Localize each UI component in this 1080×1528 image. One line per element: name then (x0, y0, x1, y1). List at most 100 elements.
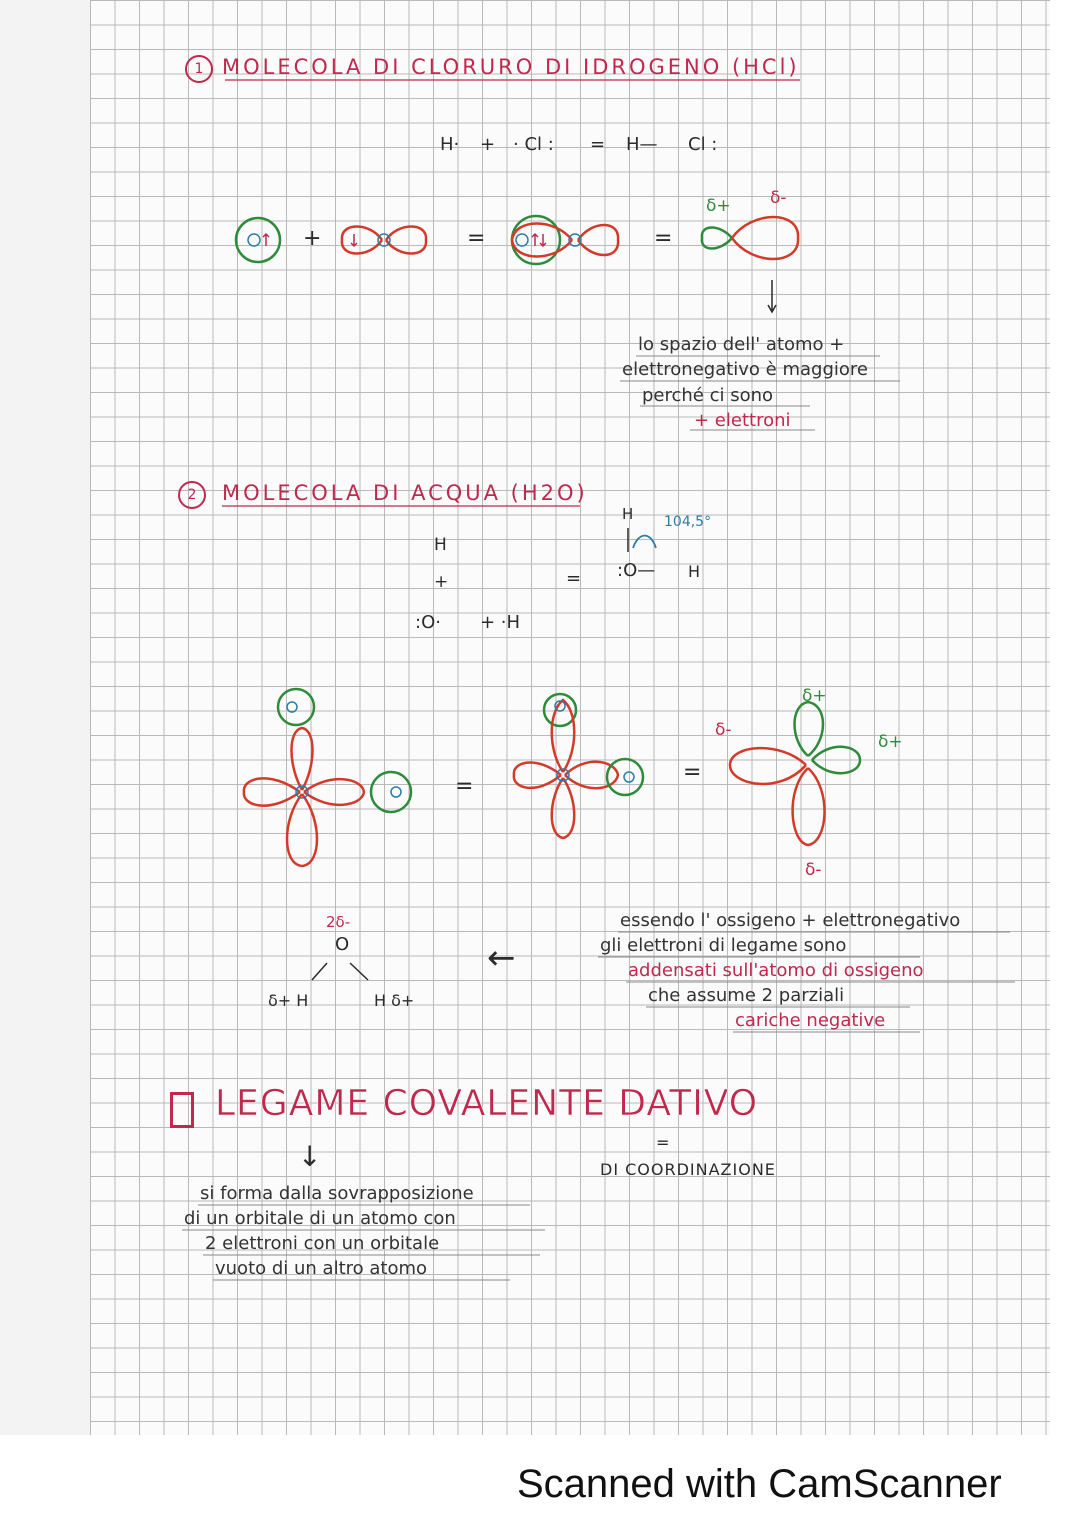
section2-title: MOLECOLA DI ACQUA (H2O) (222, 481, 588, 505)
h2o-delta-left: δ- (715, 720, 732, 740)
h2o-lewis-plus-h: + ·H (480, 612, 521, 633)
bottom-lobe (285, 793, 319, 868)
hcl-lewis-plus: + (480, 134, 496, 155)
mid-top-h-circle (542, 692, 578, 728)
polar-h-left: δ+ H (268, 991, 309, 1010)
mid-bottom-lobe (550, 777, 576, 840)
dative-note-underlines (182, 1204, 545, 1281)
cl-nucleus (377, 233, 391, 247)
h2o-lewis-h-top: H (434, 535, 447, 555)
overlap-nucleus-h (515, 233, 529, 247)
paired-electrons (531, 232, 547, 248)
polar-h-right: H δ+ (374, 991, 415, 1010)
electron-down-arrow (350, 234, 358, 248)
h2o-orbital-equals-1: = (455, 774, 474, 799)
h2o-structure-h-right: H (688, 562, 701, 581)
scanner-watermark: Scanned with CamScanner (517, 1462, 1002, 1506)
mid-top-lobe (550, 698, 576, 773)
h2o-lewis-o: :O· (415, 612, 441, 633)
right-h-circle (369, 770, 413, 814)
dative-note-line-4: vuoto di un altro atomo (215, 1258, 428, 1279)
mid-right-lobe (564, 760, 620, 790)
h2o-structure-h-up: H (622, 505, 634, 523)
mid-right-h-circle (605, 757, 645, 797)
down-arrow: ↓ (298, 1140, 322, 1173)
hcl-note-line-1: lo spazio dell' atomo + (638, 334, 845, 355)
h2o-overlap-orbital-set (512, 692, 645, 840)
h2o-lewis-equals: = (566, 568, 582, 589)
top-lobe (290, 726, 314, 791)
h2o-note-line-5: cariche negative (735, 1010, 886, 1031)
hcl-lewis-cl: · Cl : (513, 134, 554, 155)
h2o-note-line-3: addensati sull'atomo di ossigeno (628, 960, 924, 981)
mid-right-h-nucleus (623, 771, 635, 783)
polar-bond-left (311, 962, 328, 981)
left-arrow: ← (487, 938, 516, 978)
hcl-lewis-bond: H— (626, 134, 658, 155)
h2o-bond-angle: 104,5° (664, 514, 712, 530)
polar-bottom-lobe (791, 767, 826, 847)
right-h-nucleus (390, 786, 402, 798)
hcl-note-line-4: + elettroni (694, 410, 791, 431)
right-lobe (303, 777, 366, 807)
hcl-lewis-h: H· (440, 134, 460, 155)
hcl-delta-minus: δ- (770, 188, 787, 208)
hcl-orbital-equals-1: = (467, 226, 486, 251)
hcl-orbital-plus: + (303, 226, 322, 251)
h2o-delta-right: δ+ (878, 732, 903, 752)
hcl-polar-orbital (700, 215, 800, 261)
dative-note-line-2: di un orbitale di un atomo con (184, 1208, 456, 1229)
hcl-note-line-3: perché ci sono (642, 385, 774, 406)
h2o-note-line-1: essendo l' ossigeno + elettronegativo (620, 910, 961, 931)
h2o-polar-orbital (728, 700, 862, 847)
hcl-lewis-cl2: Cl : (688, 134, 718, 155)
electron-up-arrow (262, 232, 270, 246)
h2o-structure-o: :O— (617, 560, 656, 581)
polar-small-lobe (700, 226, 733, 250)
mid-o-nucleus (556, 768, 570, 782)
hcl-note-underlines (620, 355, 900, 431)
polar-o-charge: 2δ- (326, 913, 351, 931)
hcl-overlap-orbital (510, 214, 620, 266)
o-nucleus (295, 785, 309, 799)
cl-lobe-right (384, 225, 428, 255)
cl-atom-orbital (340, 225, 428, 255)
top-h-circle (276, 687, 316, 727)
section2-number-badge: 2 (178, 481, 206, 509)
h-atom-orbital (234, 216, 282, 264)
polar-top-lobe (793, 700, 825, 757)
cl-lobe-left (340, 225, 384, 255)
oxygen-orbital-set (242, 687, 413, 868)
hcl-orbital-equals-2: = (654, 226, 673, 251)
polar-o: O (335, 934, 350, 955)
overlap-nucleus-cl (568, 233, 582, 247)
overlap-lobe-left (510, 222, 573, 258)
section3-checkbox (170, 1092, 194, 1128)
hcl-lewis-equals: = (590, 134, 606, 155)
dative-note-line-1: si forma dalla sovrapposizione (200, 1183, 474, 1204)
h2o-angle-arc (632, 534, 657, 549)
overlap-lobe-right (576, 223, 620, 257)
h2o-note-line-4: che assume 2 parziali (648, 985, 845, 1006)
h2o-delta-bottom: δ- (805, 860, 822, 880)
h2o-note-line-2: gli elettroni di legame sono (600, 935, 847, 956)
top-h-nucleus (286, 701, 298, 713)
h-nucleus (247, 233, 261, 247)
section3-title: LEGAME COVALENTE DATIVO (215, 1083, 759, 1125)
dative-note-line-3: 2 elettroni con un orbitale (205, 1233, 440, 1254)
hcl-note-line-2: elettronegativo è maggiore (622, 359, 868, 380)
h2o-note-underlines (598, 931, 1015, 1033)
h2o-lewis-plus-vertical: + (434, 572, 449, 592)
section3-subtitle: DI COORDINAZIONE (600, 1160, 776, 1179)
hcl-delta-plus: δ+ (706, 196, 731, 216)
page-margin (0, 0, 90, 1435)
polar-left-lobe (728, 746, 807, 786)
hcl-down-arrow (767, 280, 777, 314)
polar-big-lobe (730, 215, 800, 261)
mid-top-h-nucleus (554, 700, 566, 712)
section1-number-badge: 1 (185, 55, 213, 83)
mid-left-lobe (512, 761, 562, 790)
left-lobe (242, 777, 301, 807)
